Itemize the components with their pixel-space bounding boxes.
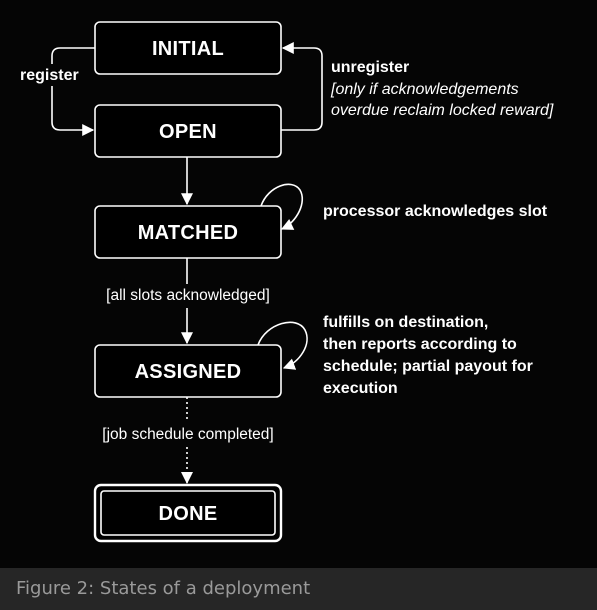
assigned-self-loop-label-line-4: execution: [323, 380, 398, 397]
assigned-to-done-arrowhead: [181, 472, 193, 484]
state-initial: INITIAL: [94, 21, 282, 75]
state-diagram-svg: INITIAL OPEN MATCHED ASSIGNED DONE regis…: [14, 21, 554, 543]
state-open-label: OPEN: [159, 121, 217, 143]
assigned-self-loop-arrow: [257, 321, 308, 370]
unregister-label: unregister: [331, 59, 409, 76]
unregister-condition-line-2: overdue reclaim locked reward]: [331, 102, 554, 119]
assigned-self-loop-label-line-1: fulfills on destination,: [323, 314, 488, 331]
matched-self-loop-label: processor acknowledges slot: [323, 203, 548, 220]
state-done-label: DONE: [159, 503, 218, 525]
register-label-background: [14, 64, 90, 86]
state-initial-label: INITIAL: [152, 38, 224, 60]
state-matched-label: MATCHED: [138, 222, 239, 244]
unregister-condition-line-1: [only if acknowledgements: [330, 81, 519, 98]
state-done: DONE: [93, 483, 283, 543]
state-diagram: INITIAL OPEN MATCHED ASSIGNED DONE regis…: [0, 0, 597, 568]
state-assigned: ASSIGNED: [94, 344, 282, 398]
state-assigned-label: ASSIGNED: [135, 361, 242, 383]
figure-caption: Figure 2: States of a deployment: [16, 578, 311, 599]
assigned-to-done-label: [job schedule completed]: [102, 426, 273, 443]
state-open: OPEN: [94, 104, 282, 158]
register-label: register: [20, 67, 79, 84]
unregister-arrow: [281, 42, 323, 131]
assigned-self-loop-label-line-3: schedule; partial payout for: [323, 358, 533, 375]
matched-to-assigned-label: [all slots acknowledged]: [106, 287, 270, 304]
matched-self-loop-arrow: [260, 183, 304, 230]
assigned-self-loop-label-line-2: then reports according to: [323, 336, 517, 353]
state-matched: MATCHED: [94, 205, 282, 259]
register-arrow: [51, 47, 95, 136]
